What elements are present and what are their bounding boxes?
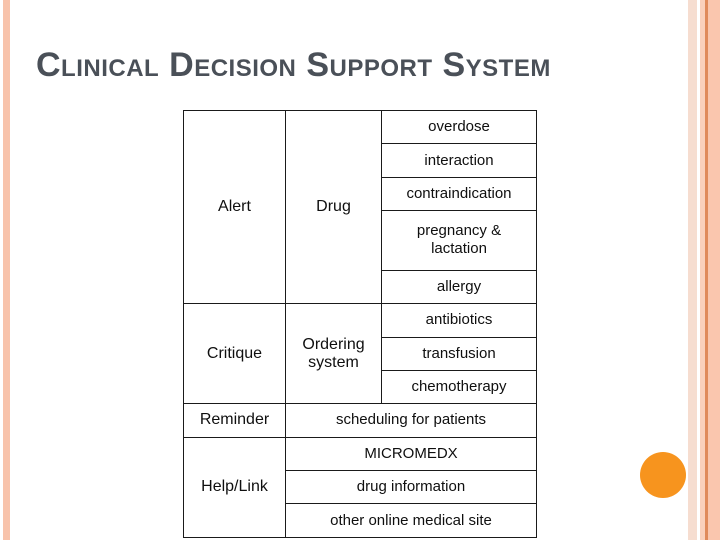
- cell-item-micromedx: MICROMEDX: [285, 436, 537, 472]
- table-row: drug information: [184, 470, 537, 505]
- cell-subsystem-ordering-system: Ordering system: [285, 303, 382, 405]
- ordering-system-line-1: Ordering: [302, 335, 365, 353]
- cell-item-pregnancy-lactation: pregnancy & lactation: [381, 210, 537, 271]
- cell-item-antibiotics: antibiotics: [381, 303, 537, 338]
- cdss-function-table: Alert Drug overdose interaction contrain…: [183, 109, 537, 539]
- table-row: Critique Ordering system antibiotics: [183, 303, 537, 405]
- table-row: Reminder scheduling for patients: [183, 403, 537, 438]
- table-row: transfusion: [184, 336, 537, 371]
- right-accent-stripe-line: [705, 0, 708, 540]
- cell-item-drug-information: drug information: [285, 470, 537, 505]
- table-row: Help/Link MICROMEDX: [183, 436, 537, 539]
- pregnancy-line-1: pregnancy &: [416, 222, 502, 240]
- right-accent-stripe-band: [700, 0, 705, 540]
- table-row: interaction: [184, 143, 537, 178]
- right-accent-stripe-wide: [708, 0, 720, 540]
- left-accent-stripe: [3, 0, 10, 540]
- cell-category-critique: Critique: [183, 303, 286, 405]
- cell-category-reminder: Reminder: [183, 403, 286, 438]
- table-row: other online medical site: [184, 503, 537, 538]
- cell-item-other-online-medical-site: other online medical site: [285, 503, 537, 538]
- cell-item-chemotherapy: chemotherapy: [381, 369, 537, 405]
- cell-item-scheduling-for-patients: scheduling for patients: [285, 403, 537, 438]
- table-row: Alert Drug overdose: [183, 109, 537, 305]
- cell-item-interaction: interaction: [381, 143, 537, 178]
- orange-decorative-circle: [640, 452, 686, 498]
- cell-category-help-link: Help/Link: [183, 436, 286, 539]
- page-title: Clinical Decision Support System: [36, 46, 551, 84]
- cell-item-allergy: allergy: [381, 269, 537, 305]
- table-row: allergy: [184, 269, 537, 305]
- table-row: chemotherapy: [184, 369, 537, 405]
- table-row: contraindication: [184, 176, 537, 212]
- cell-item-contraindication: contraindication: [381, 176, 537, 212]
- ordering-system-line-2: system: [308, 353, 359, 371]
- cell-item-overdose: overdose: [381, 109, 537, 145]
- cell-item-transfusion: transfusion: [381, 336, 537, 371]
- pregnancy-line-2: lactation: [431, 240, 487, 258]
- cell-subsystem-drug: Drug: [285, 109, 382, 305]
- right-accent-stripe-pale: [688, 0, 697, 540]
- cell-category-alert: Alert: [183, 109, 286, 305]
